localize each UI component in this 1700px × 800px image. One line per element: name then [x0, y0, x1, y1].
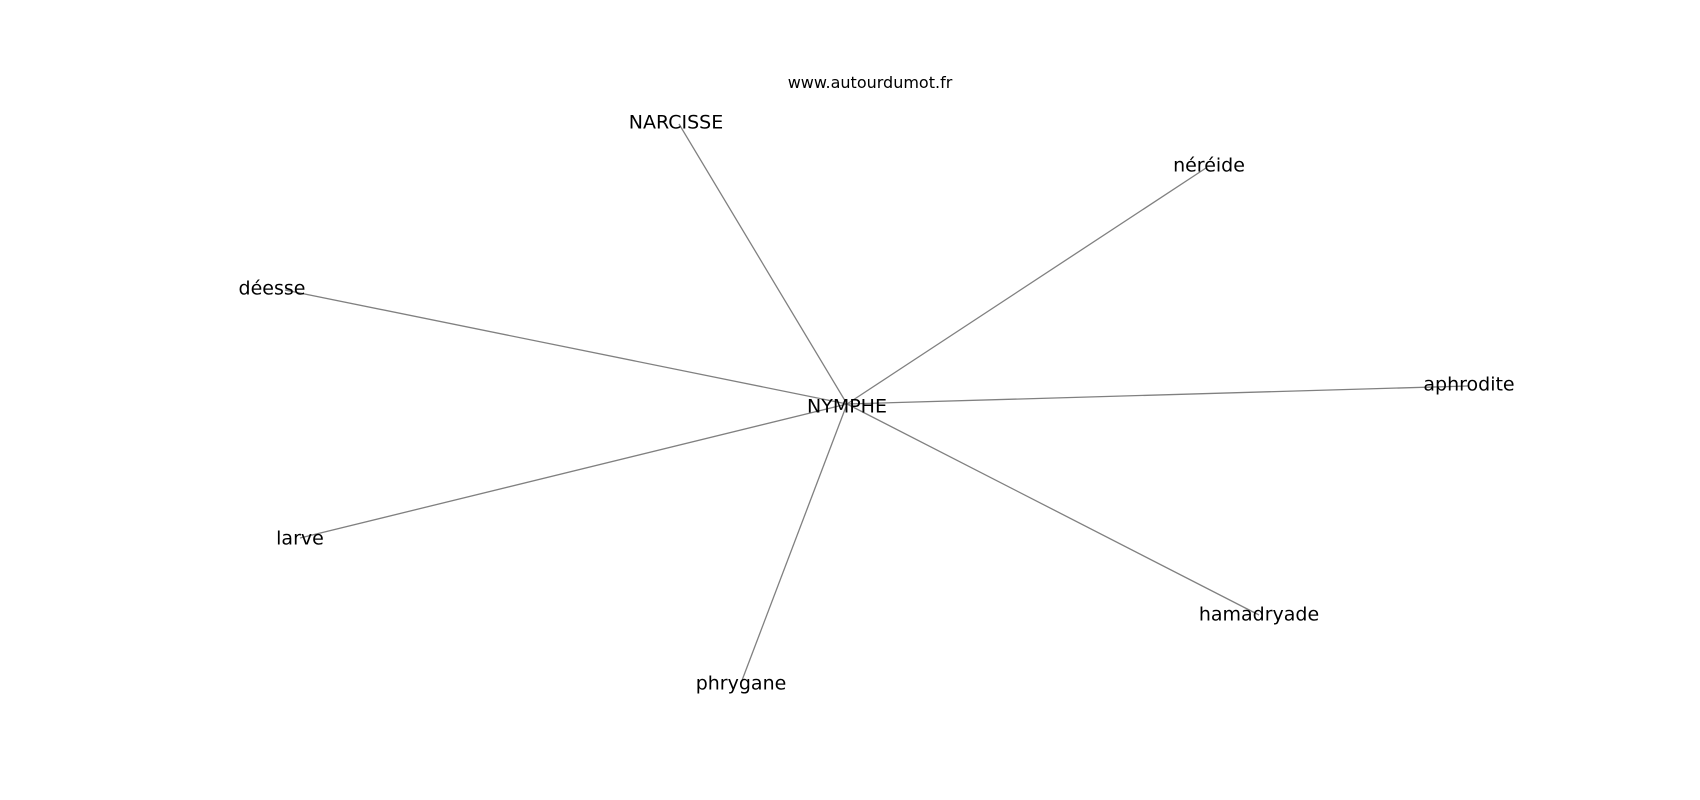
node-phrygane[interactable]: phrygane	[696, 673, 787, 695]
node-center[interactable]: NYMPHE	[807, 396, 887, 418]
edge-hamadryade	[846, 403, 1260, 616]
edge-narcisse	[678, 123, 848, 405]
edge-nereide	[846, 167, 1207, 405]
edge-phrygane	[740, 403, 848, 684]
node-larve[interactable]: larve	[276, 528, 324, 550]
node-hamadryade[interactable]: hamadryade	[1199, 604, 1319, 626]
label-layer: www.autourdumot.fr NYMPHE NARCISSE néréi…	[239, 73, 1515, 695]
node-nereide[interactable]: néréide	[1173, 155, 1245, 177]
node-aphrodite[interactable]: aphrodite	[1423, 374, 1514, 396]
edge-aphrodite	[846, 385, 1469, 405]
node-deesse[interactable]: déesse	[239, 278, 306, 300]
edge-layer	[284, 123, 1469, 684]
site-url: www.autourdumot.fr	[788, 73, 953, 92]
node-narcisse[interactable]: NARCISSE	[629, 112, 723, 134]
edge-larve	[299, 403, 848, 539]
edge-deesse	[284, 289, 848, 405]
